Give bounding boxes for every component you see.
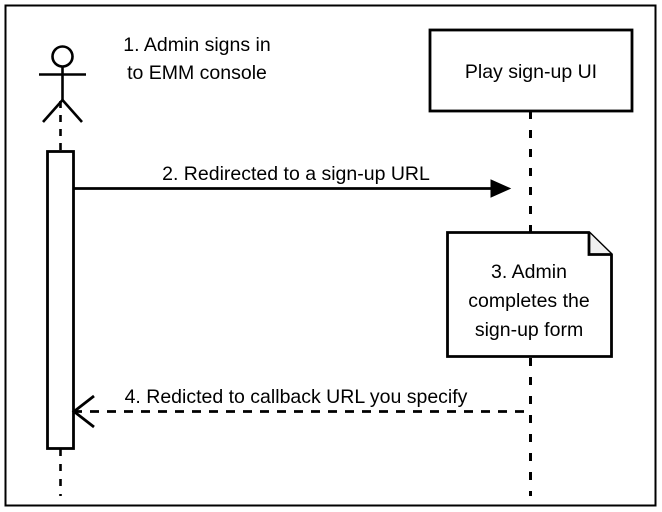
stick-figure-icon xyxy=(39,45,86,123)
actor-activation-bar xyxy=(46,150,75,450)
participant-label-play-signup-ui: Play sign-up UI xyxy=(465,61,597,83)
note-3-shape xyxy=(446,231,613,358)
message-4-arrowhead xyxy=(71,394,95,429)
message-2-arrowhead xyxy=(490,179,512,198)
actor-caption-line-1: 1. Admin signs in xyxy=(123,34,270,56)
participant-box-play-signup-ui[interactable] xyxy=(428,28,634,113)
note-3-line-3: sign-up form xyxy=(475,319,583,341)
note-3-line-1: 3. Admin xyxy=(491,261,567,283)
message-2-label: 2. Redirected to a sign-up URL xyxy=(162,163,430,185)
note-3-line-2: completes the xyxy=(468,290,589,312)
message-4-label: 4. Redicted to callback URL you specify xyxy=(125,386,468,408)
actor-caption-line-2: to EMM console xyxy=(127,62,267,84)
